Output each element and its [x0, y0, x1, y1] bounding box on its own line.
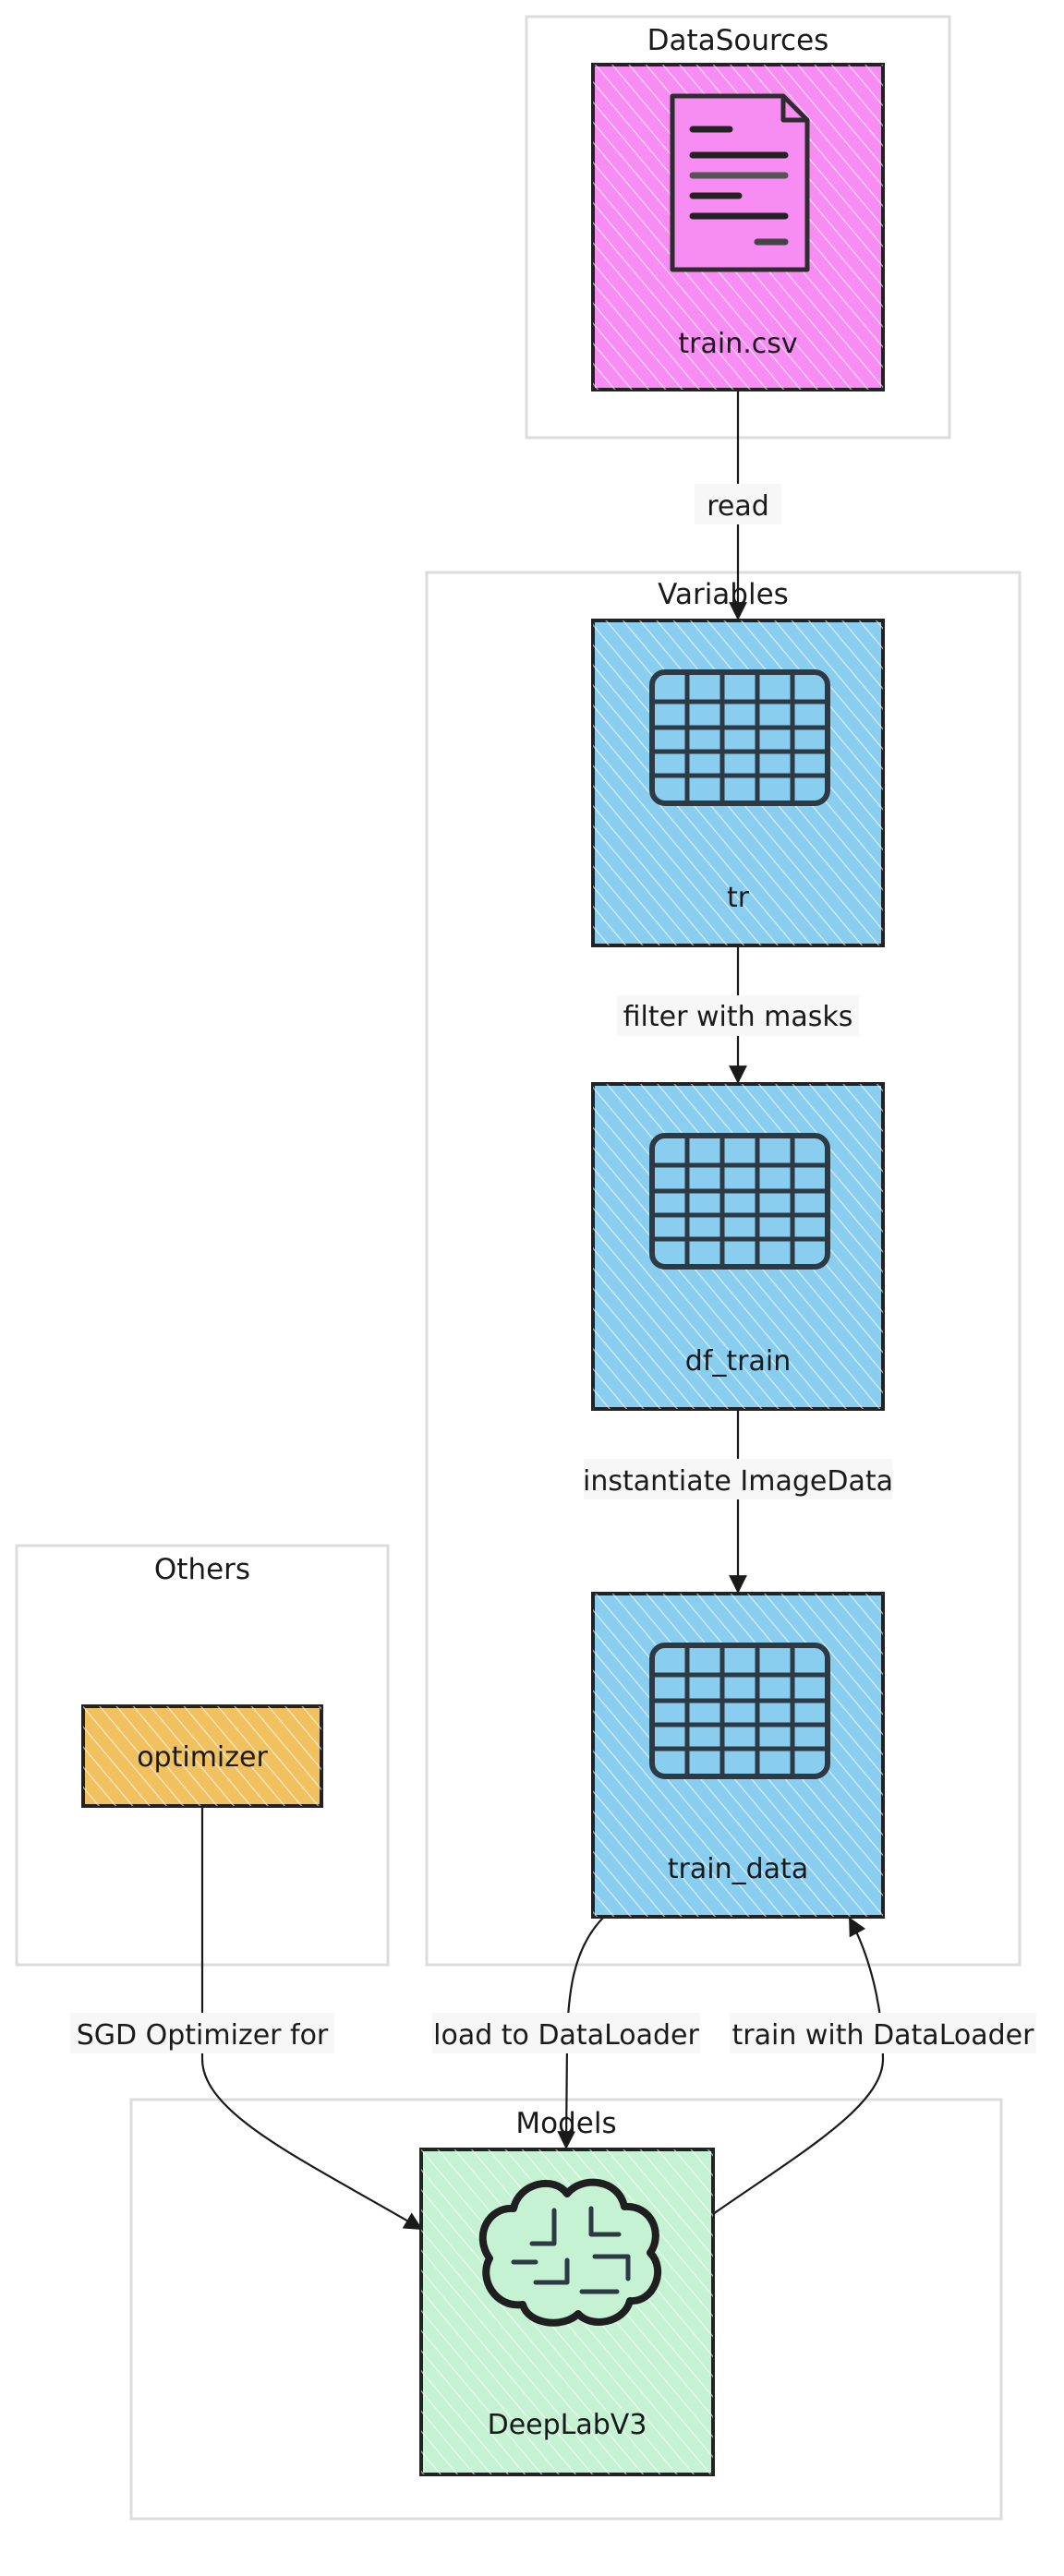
edge-label-filter: filter with masks: [617, 995, 859, 1036]
node-tr[interactable]: tr: [591, 619, 885, 947]
svg-text:filter with masks: filter with masks: [623, 1001, 853, 1033]
group-variables: Variables: [425, 571, 1022, 1967]
svg-text:read: read: [707, 490, 769, 523]
edge-label-read: read: [695, 484, 781, 524]
table-icon: [649, 1133, 830, 1270]
edge-label-train: train with DataLoader: [730, 2013, 1036, 2053]
node-label-train-csv: train.csv: [678, 328, 797, 360]
node-label-train-data: train_data: [668, 1853, 808, 1885]
edge-train: [712, 1917, 885, 2215]
svg-text:SGD Optimizer for: SGD Optimizer for: [77, 2019, 329, 2052]
edge-label-load: load to DataLoader: [432, 2013, 700, 2053]
document-icon: [670, 93, 810, 272]
svg-text:instantiate ImageData: instantiate ImageData: [583, 1465, 893, 1498]
table-icon: [649, 1643, 830, 1779]
group-label-others: Others: [154, 1553, 250, 1586]
brain-icon: [478, 2178, 662, 2327]
node-train-csv[interactable]: train.csv: [591, 63, 885, 391]
node-label-deeplabv3: DeepLabV3: [488, 2409, 647, 2441]
node-df-train[interactable]: df_train: [591, 1082, 885, 1411]
node-label-df-train: df_train: [685, 1345, 791, 1378]
edge-sgd: [200, 1806, 423, 2231]
edges: [200, 390, 885, 2231]
node-label-optimizer: optimizer: [137, 1741, 268, 1774]
node-deeplabv3[interactable]: DeepLabV3: [419, 2148, 715, 2476]
node-train-data[interactable]: train_data: [591, 1592, 885, 1919]
node-optimizer[interactable]: optimizer: [81, 1704, 323, 1808]
group-label-datasources: DataSources: [647, 24, 829, 57]
edge-label-instantiate: instantiate ImageData: [583, 1459, 893, 1499]
svg-text:train with DataLoader: train with DataLoader: [732, 2019, 1035, 2052]
node-label-tr: tr: [727, 882, 750, 914]
table-icon: [649, 669, 830, 806]
group-label-variables: Variables: [658, 578, 789, 611]
edge-label-sgd: SGD Optimizer for: [70, 2013, 334, 2053]
svg-text:load to DataLoader: load to DataLoader: [433, 2019, 699, 2052]
